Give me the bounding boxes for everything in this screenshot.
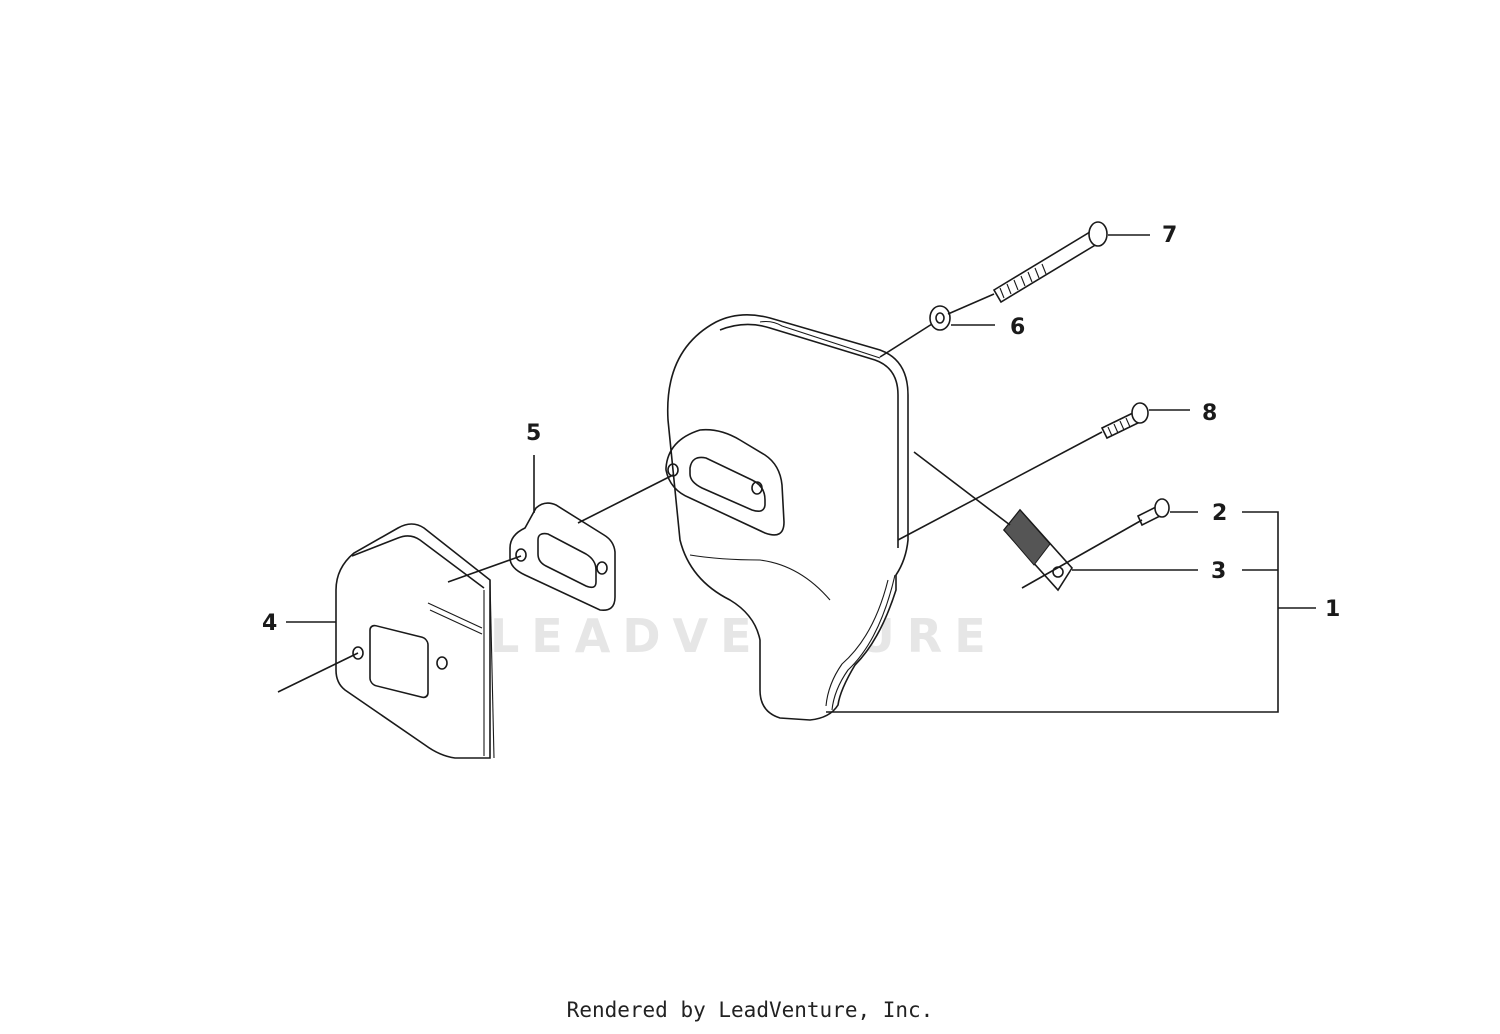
- watermark-text: LEADVENTURE: [490, 609, 998, 663]
- callout-5: 5: [526, 421, 541, 446]
- gasket: [509, 502, 616, 612]
- footer-credit: Rendered by LeadVenture, Inc.: [566, 998, 934, 1022]
- callout-7: 7: [1162, 223, 1177, 248]
- callout-2: 2: [1212, 501, 1227, 526]
- heat-shield: [335, 523, 495, 759]
- screw: [1100, 402, 1149, 440]
- callout-8: 8: [1202, 401, 1217, 426]
- spark-screen: [1002, 508, 1074, 592]
- callout-leaders: [286, 234, 1316, 713]
- callout-6: 6: [1010, 315, 1025, 340]
- callout-3: 3: [1211, 559, 1226, 584]
- callout-4: 4: [262, 611, 277, 636]
- small-screw: [1136, 498, 1170, 527]
- callout-labels: 7 6 8 2 3 1 5 4: [262, 223, 1340, 636]
- washer: [929, 305, 951, 331]
- muffler-body: [665, 314, 909, 721]
- callout-1: 1: [1325, 597, 1340, 622]
- long-bolt: [992, 221, 1108, 304]
- assembly-lines: [277, 293, 1143, 693]
